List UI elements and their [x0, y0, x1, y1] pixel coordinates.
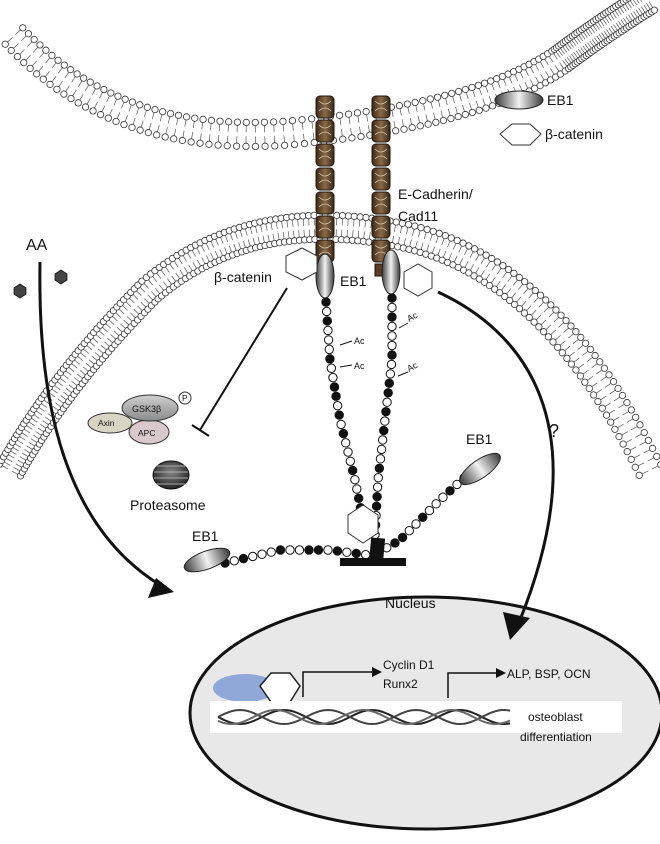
beta-catenin-hexagon	[285, 247, 318, 281]
eb1-right-label: EB1	[466, 431, 493, 447]
arrowhead	[496, 668, 506, 678]
inhibition-line	[199, 287, 288, 431]
phospho-icon	[178, 391, 192, 405]
tcf-lef-factor	[213, 674, 277, 702]
unknown-mechanism-label: ?	[549, 421, 559, 441]
destruction-complex: Axin APC GSK3β P	[87, 391, 192, 445]
axin-label: Axin	[98, 418, 115, 428]
target-gene-cyclin-d1: Cyclin D1	[383, 658, 435, 672]
apc-label: APC	[138, 428, 155, 438]
aa-molecule	[54, 269, 68, 285]
eb1-protein	[459, 452, 501, 486]
outcome-label-line1: osteoblast	[528, 710, 583, 724]
cadherin-label-line1: E-Cadherin/	[398, 186, 473, 202]
acetyl-label: Ac	[354, 361, 365, 371]
legend-beta-catenin-icon	[499, 123, 542, 146]
transcription-arrow	[447, 672, 502, 698]
plasma-membrane-upper	[1, 0, 658, 151]
acetyl-label: Ac	[354, 336, 365, 346]
acetylation-marks: Ac Ac Ac Ac	[339, 310, 420, 377]
eb1-protein	[183, 547, 231, 573]
gsk3b-protein	[121, 394, 179, 422]
mtoc-block	[368, 537, 386, 565]
legend-eb1-label: EB1	[547, 92, 574, 108]
acetyl-label: Ac	[405, 360, 419, 374]
legend: EB1 β-catenin	[494, 90, 603, 146]
dna-helix	[217, 708, 511, 726]
eb1-left-label: EB1	[192, 528, 219, 544]
proteasome-label: Proteasome	[130, 497, 206, 513]
beta-catenin-hexagon	[403, 263, 433, 297]
outcome-label-line2: differentiation	[520, 730, 592, 744]
aa-label: AA	[26, 237, 48, 254]
legend-beta-catenin-label: β-catenin	[545, 126, 603, 142]
legend-eb1-icon	[494, 90, 544, 110]
transcription-arrow	[302, 671, 378, 697]
aa-molecule	[13, 283, 27, 299]
nucleus-label: Nucleus	[385, 595, 436, 611]
eb1-protein	[315, 253, 335, 299]
mtoc-base	[340, 558, 406, 566]
eb1-protein	[381, 249, 401, 295]
arrowhead	[372, 667, 382, 677]
gsk3b-label: GSK3β	[132, 404, 161, 414]
target-gene-runx2: Runx2	[383, 677, 418, 691]
beta-catenin-hexagon	[347, 504, 379, 544]
arrowhead	[503, 612, 530, 640]
axin-protein	[87, 412, 133, 434]
cadherin-label-line2: Cad11	[398, 208, 438, 224]
arrowhead	[148, 578, 174, 598]
eb1-membrane-label: EB1	[340, 273, 367, 289]
acetyl-label: Ac	[405, 310, 419, 324]
phospho-label: P	[182, 393, 188, 403]
membrane-to-nucleus-arrow	[437, 290, 555, 621]
beta-catenin-label: β-catenin	[214, 269, 272, 285]
aa-to-nucleus-arrow	[38, 261, 161, 587]
downstream-genes-label: ALP, BSP, OCN	[507, 667, 591, 681]
dna-background	[210, 701, 622, 733]
proteasome-icon	[152, 460, 190, 490]
cadherin-dimer	[315, 95, 391, 277]
inhibition-bar	[191, 424, 210, 437]
